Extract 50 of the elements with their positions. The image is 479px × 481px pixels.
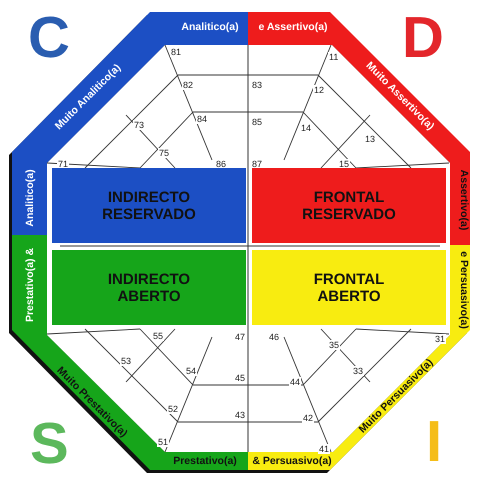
cell-number: 81 [170,47,182,57]
band-label: e Assertivo(a) [258,21,328,33]
band-label: Prestativo(a) & [24,248,36,322]
quadrant-box [252,250,446,325]
disc-letter: C [28,8,70,68]
disc-letter: D [402,8,444,68]
band-label: & Persuasivo(a) [252,455,332,467]
cell-number: 13 [364,134,376,144]
cell-number: 31 [434,334,446,344]
cell-number: 55 [152,331,164,341]
cell-number: 33 [352,366,364,376]
quadrant-box [252,168,446,243]
cell-number: 44 [289,377,302,387]
disc-letter: S [30,414,69,474]
quadrant-box [52,250,246,325]
cell-number: 35 [328,340,340,350]
cell-number: 84 [196,114,208,124]
cell-number: 87 [251,159,264,169]
cell-number: 43 [234,410,246,420]
cell-number: 15 [338,159,350,169]
band-label: Analitico(a) [181,21,239,33]
cell-number: 46 [268,332,280,342]
cell-number: 42 [302,413,314,423]
band-label: Prestativo(a) [173,455,237,467]
cell-number: 47 [234,332,246,342]
cell-number: 75 [158,148,170,158]
quadrant-title: INDIRECTO RESERVADO [101,188,197,222]
band-label: e Persuasivo(a) [458,251,470,329]
quadrant-title: FRONTAL ABERTO [312,270,386,304]
cell-number: 83 [251,80,264,90]
cell-number: 71 [57,159,70,169]
disc-letter: I [426,412,442,472]
band-label: Assertivo(a) [458,170,470,230]
cell-number: 73 [133,120,146,130]
quadrant-title: INDIRECTO ABERTO [106,270,192,304]
cell-number: 82 [182,80,194,90]
cell-number: 45 [234,373,246,383]
cell-number: 85 [251,117,264,127]
quadrant-box [52,168,246,243]
band-label: Analitico(a) [24,169,36,227]
cell-number: 14 [300,123,312,133]
quadrant-title: FRONTAL RESERVADO [301,188,397,222]
cell-number: 12 [313,85,326,95]
cell-number: 41 [318,444,330,454]
cell-number: 11 [328,52,340,62]
cell-number: 52 [167,404,180,414]
cell-number: 54 [185,366,198,376]
cell-number: 53 [120,356,132,366]
cell-number: 86 [215,159,228,169]
cell-number: 51 [157,437,170,447]
